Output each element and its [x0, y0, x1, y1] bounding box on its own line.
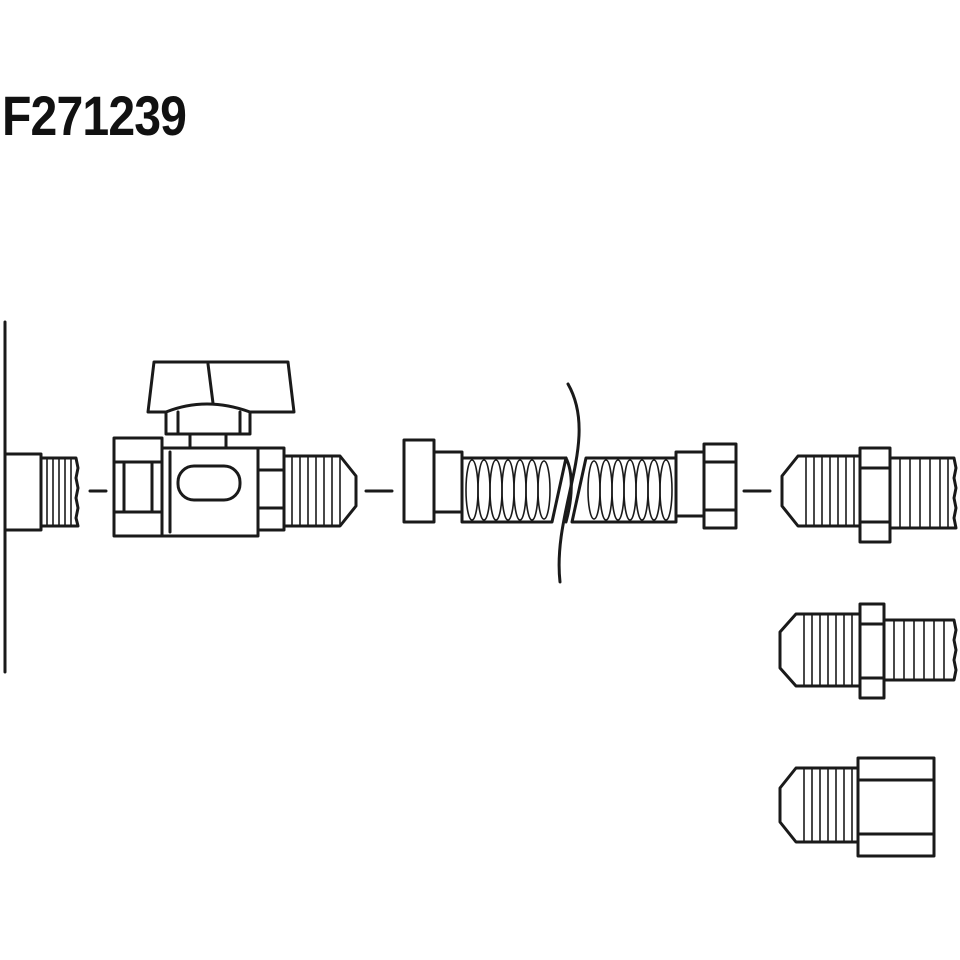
corrugated-hose-icon [404, 384, 736, 582]
flare-female-adapter-icon [780, 758, 934, 856]
flare-male-adapter-icon [780, 604, 956, 698]
part-number-title: F271239 [2, 84, 187, 147]
threaded-pipe-stub-icon [5, 454, 78, 530]
ball-valve-icon [114, 362, 356, 536]
flare-male-adapter-icon [782, 448, 956, 542]
